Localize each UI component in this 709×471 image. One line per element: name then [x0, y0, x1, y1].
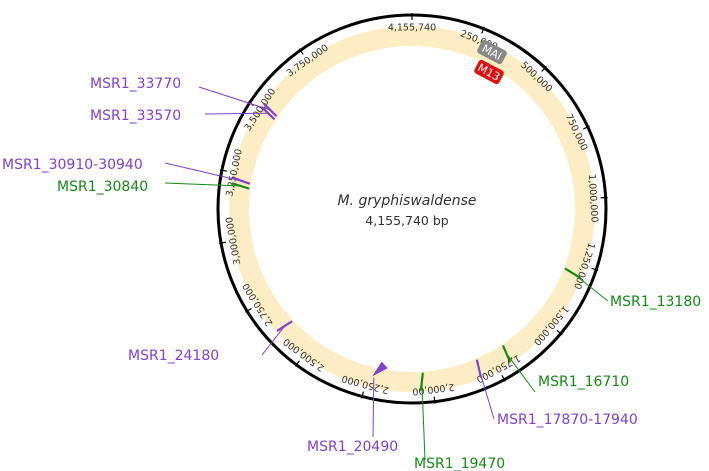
tick-label: 1,000,000 [586, 174, 600, 223]
feature-label-msr1-33770: MSR1_33770 [90, 76, 181, 92]
feature-mark-msr1-30910-30940 [232, 176, 251, 185]
tick-mark [501, 374, 506, 382]
leader-line-msr1-20490 [372, 377, 375, 438]
feature-label-msr1-33570: MSR1_33570 [90, 108, 181, 124]
feature-marks [231, 103, 581, 391]
feature-label-msr1-19470: MSR1_19470 [414, 456, 505, 471]
feature-label-msr1-30840: MSR1_30840 [57, 179, 148, 195]
tick-label: 4,155,740 [388, 22, 436, 33]
genome-backbone [216, 13, 608, 405]
feature-label-msr1-13180: MSR1_13180 [610, 294, 701, 310]
leader-line-msr1-33570 [204, 112, 268, 115]
leader-line-msr1-33770 [198, 86, 271, 111]
feature-mark-msr1-19470 [419, 372, 424, 391]
feature-mark-msr1-24180 [276, 320, 293, 332]
feature-label-msr1-30910-30940: MSR1_30910-30940 [2, 157, 143, 173]
feature-labels: MSR1_33770MSR1_33570MSR1_30910-30940MSR1… [2, 76, 701, 471]
tick-mark [582, 125, 590, 130]
leader-line-msr1-30840 [164, 182, 241, 187]
leader-line-msr1-24180 [261, 325, 286, 356]
leader-line-msr1-16710 [506, 353, 536, 393]
feature-label-msr1-20490: MSR1_20490 [307, 439, 398, 455]
tick-mark [541, 65, 547, 72]
feature-mark-msr1-17870-17940 [475, 359, 482, 378]
tick-mark [481, 26, 485, 34]
tick-mark [360, 391, 364, 399]
feature-label-msr1-24180: MSR1_24180 [128, 348, 219, 364]
genome-band [229, 26, 595, 392]
feature-mark-msr1-13180 [564, 267, 581, 279]
region-box-mai [477, 39, 507, 65]
genome-name: M. gryphiswaldense [337, 193, 476, 209]
leader-line-msr1-19470 [421, 381, 426, 461]
tick-mark [219, 169, 227, 172]
feature-label-msr1-16710: MSR1_16710 [538, 374, 629, 390]
feature-leaders [164, 86, 609, 461]
feature-mark-msr1-20490 [372, 361, 388, 377]
feature-label-msr1-17870-17940: MSR1_17870-17940 [497, 412, 638, 428]
tick-mark [591, 267, 599, 272]
feature-mark-msr1-33570 [260, 106, 275, 120]
feature-mark-msr1-16710 [502, 345, 511, 363]
tick-mark [294, 360, 300, 367]
tick-mark [218, 241, 227, 245]
feature-mark-msr1-33770 [263, 103, 278, 117]
genome-size: 4,155,740 bp [365, 213, 449, 228]
tick-mark [298, 48, 304, 55]
leader-line-msr1-30910-30940 [164, 162, 242, 182]
tick-mark [245, 308, 252, 313]
tick-mark [433, 396, 436, 404]
feature-mark-msr1-30840 [231, 182, 250, 190]
tick-mark [556, 329, 563, 336]
region-box-m13 [474, 59, 504, 85]
